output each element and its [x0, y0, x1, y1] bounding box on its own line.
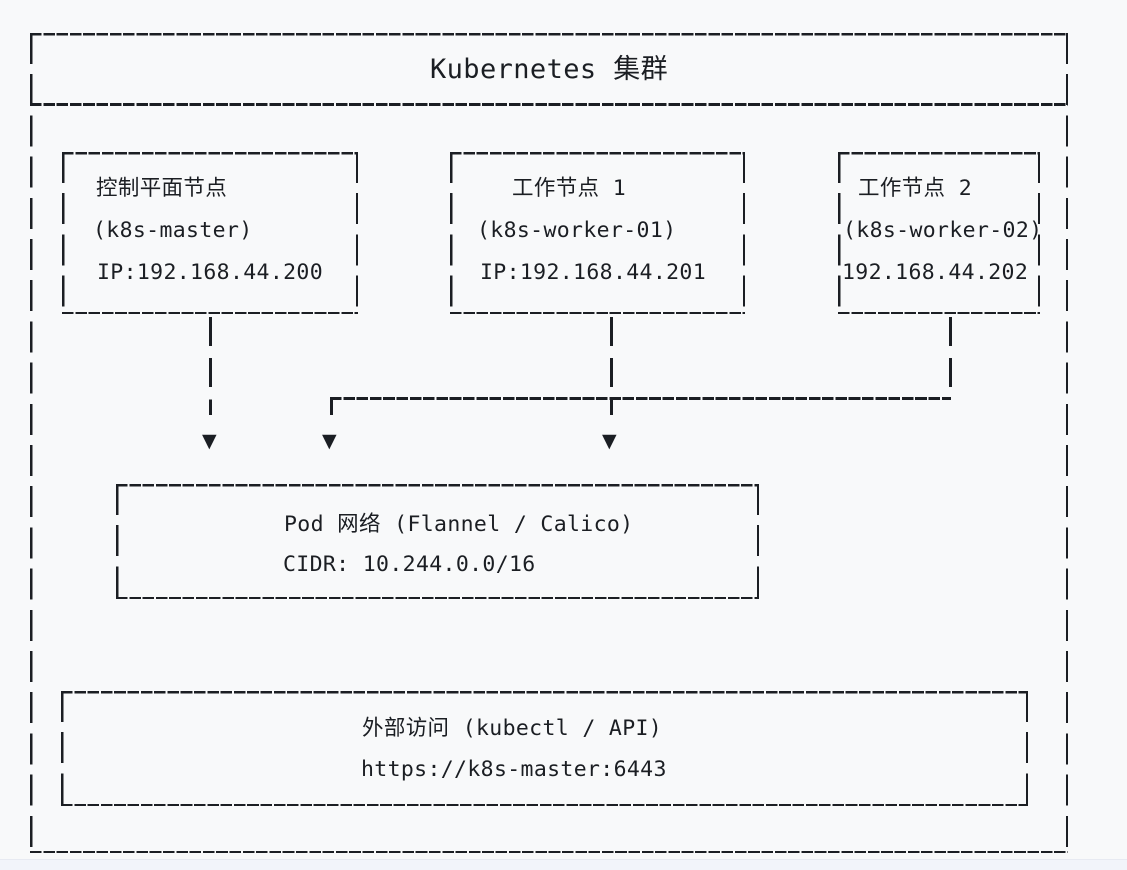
node-hostname: (k8s-worker-01)	[477, 218, 677, 243]
node-name: 工作节点 2	[858, 176, 972, 201]
pod-network-title: Pod 网络 (Flannel / Calico)	[284, 512, 634, 537]
down-arrow-icon: ▼	[322, 430, 337, 452]
down-arrow-icon: ▼	[202, 430, 217, 452]
connector-drop-worker-1	[610, 317, 613, 415]
connector-corner-stub	[330, 397, 333, 415]
cluster-title-separator	[30, 103, 1068, 106]
node-box-control-plane: 控制平面节点 (k8s-master) IP:192.168.44.200	[62, 152, 358, 314]
node-ip: IP:192.168.44.200	[97, 260, 323, 285]
cluster-title: Kubernetes 集群	[429, 54, 668, 85]
pod-network-box: Pod 网络 (Flannel / Calico) CIDR: 10.244.0…	[116, 484, 759, 599]
node-hostname: (k8s-master)	[93, 218, 253, 243]
node-ip: IP:192.168.44.201	[480, 260, 706, 285]
pod-network-cidr: CIDR: 10.244.0.0/16	[283, 552, 536, 577]
connector-drop-worker-2	[949, 317, 952, 398]
connector-drop-control-plane	[209, 317, 212, 415]
node-name: 工作节点 1	[512, 176, 626, 201]
node-name: 控制平面节点	[96, 176, 228, 201]
node-hostname: (k8s-worker-02)	[843, 218, 1043, 243]
node-ip: 192.168.44.202	[842, 260, 1029, 285]
down-arrow-icon: ▼	[602, 430, 617, 452]
bottom-edge-strip	[0, 859, 1127, 870]
external-access-url: https://k8s-master:6443	[361, 757, 667, 782]
connector-bus-line	[330, 397, 951, 400]
node-box-worker-2: 工作节点 2 (k8s-worker-02) 192.168.44.202	[838, 152, 1043, 314]
external-access-title: 外部访问 (kubectl / API)	[362, 716, 663, 741]
external-access-box: 外部访问 (kubectl / API) https://k8s-master:…	[61, 691, 1028, 806]
node-box-worker-1: 工作节点 1 (k8s-worker-01) IP:192.168.44.201	[450, 152, 745, 314]
